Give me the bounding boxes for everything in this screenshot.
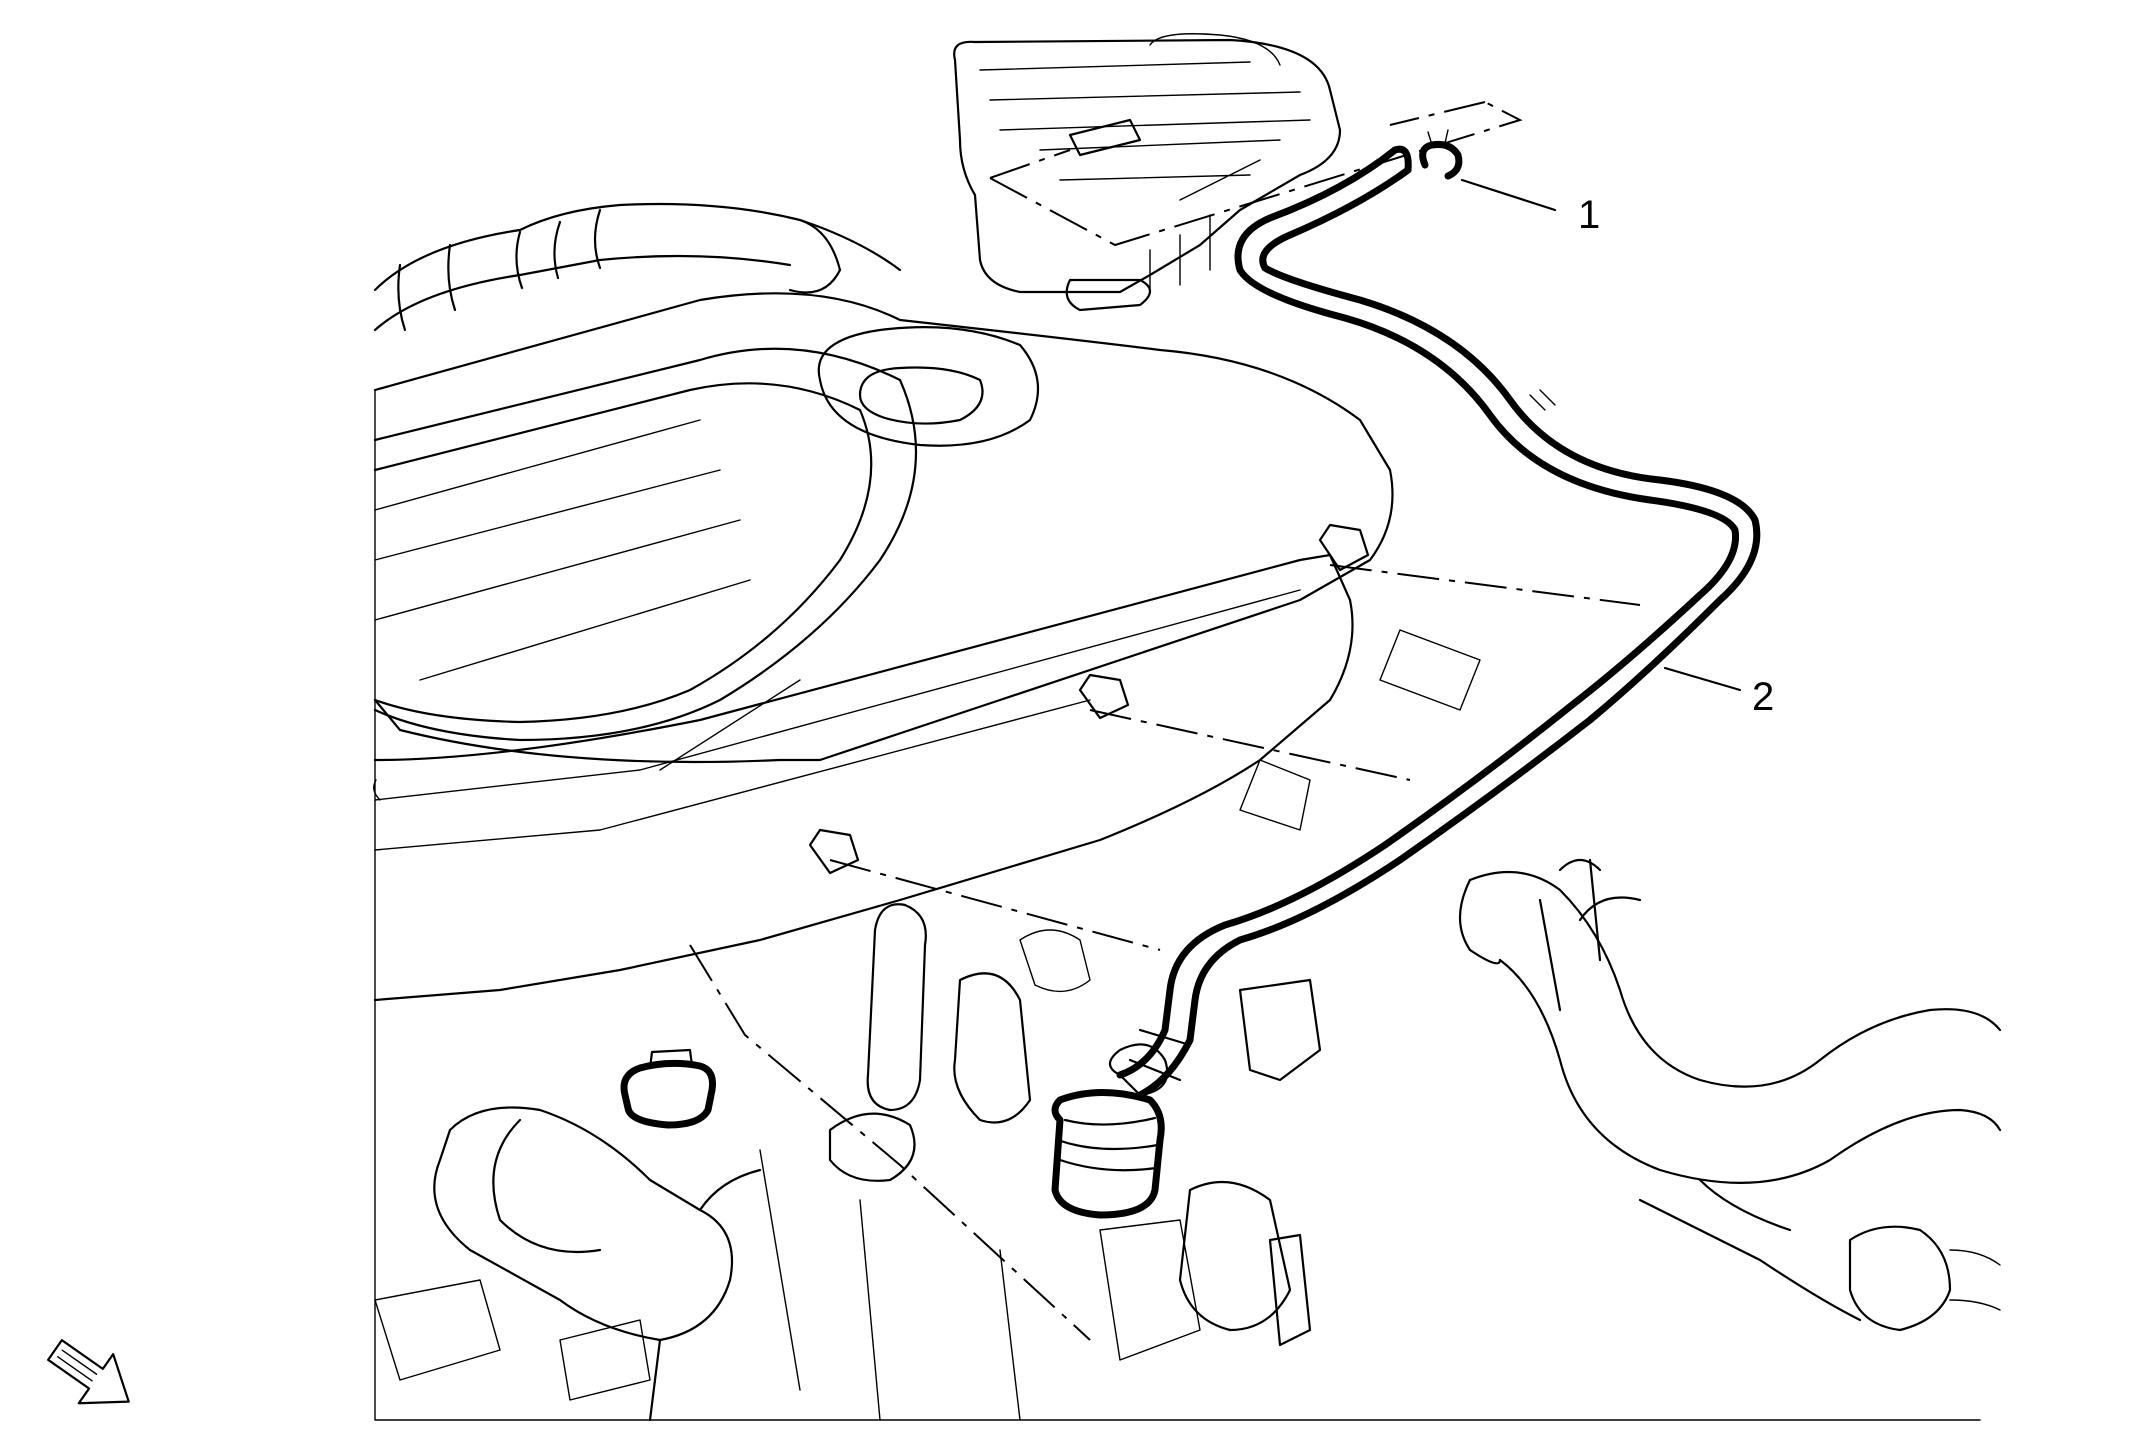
- lower-engine-components: [374, 903, 1322, 1422]
- reference-box: [989, 101, 1523, 247]
- callout-label-1: 1: [1578, 193, 1600, 237]
- radiator-hose: [1459, 858, 2002, 1332]
- forward-arrow-icon: [47, 1339, 130, 1405]
- alignment-dashes: [689, 564, 1641, 1341]
- callout-leaders: [1460, 178, 1742, 692]
- callout-label-2: 2: [1752, 675, 1774, 719]
- intake-manifold: [373, 523, 1481, 1002]
- coolant-reservoir: [953, 33, 1342, 312]
- lower-left-hose-clip: [620, 1048, 716, 1129]
- left-edge-outline: [373, 389, 1981, 1421]
- heater-hose-item-2: [1108, 145, 1761, 1099]
- air-intake-duct: [373, 202, 902, 332]
- hose-lower-fitting: [1051, 1089, 1165, 1219]
- engine-cover: [373, 292, 1394, 771]
- hose-clamp-item-1: [1419, 129, 1463, 180]
